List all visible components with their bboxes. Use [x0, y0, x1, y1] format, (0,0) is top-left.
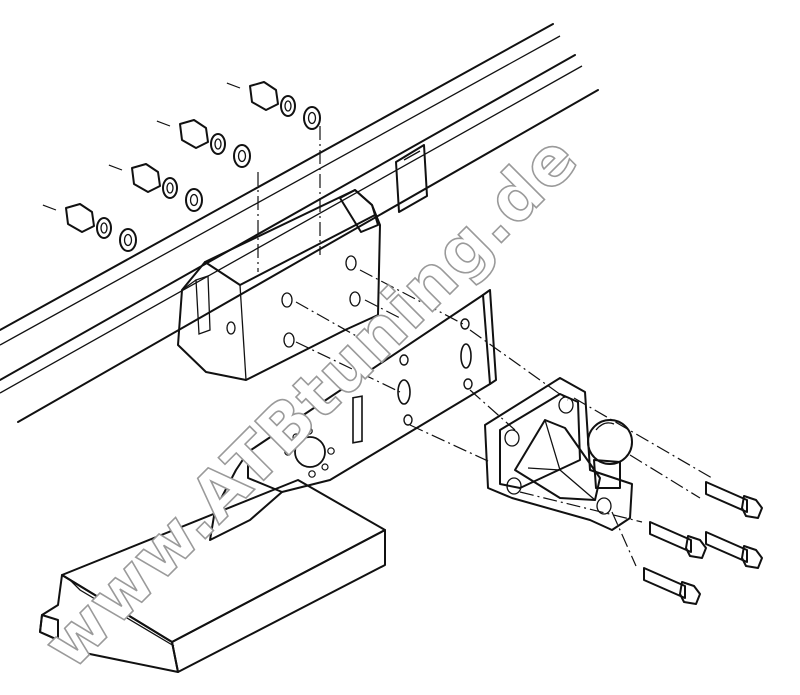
assembly-guide-lines — [257, 126, 713, 567]
nut-set-2 — [153, 119, 251, 168]
washer-icon — [280, 95, 296, 117]
nut-set-4 — [39, 203, 137, 252]
rail-bracket — [177, 189, 381, 381]
hex-bolt-icon — [649, 521, 707, 559]
nut-icon — [249, 81, 279, 111]
washer-icon — [96, 217, 112, 239]
hex-bolt-icon — [705, 481, 763, 519]
adapter-plate — [247, 289, 497, 493]
nut-icon — [131, 163, 161, 193]
nut-set-3 — [105, 163, 203, 212]
step-plate — [39, 451, 386, 673]
nut-icon — [65, 203, 95, 233]
washer-icon — [233, 144, 251, 168]
rail-tab — [395, 144, 428, 213]
washer-icon — [162, 177, 178, 199]
hex-bolt-icon — [705, 531, 763, 569]
nut-washer-sets — [39, 81, 321, 252]
tow-ball — [587, 419, 633, 489]
nut-set-1 — [223, 81, 321, 130]
washer-icon — [119, 228, 137, 252]
chassis-rail — [0, 23, 599, 423]
washer-icon — [185, 188, 203, 212]
nut-icon — [179, 119, 209, 149]
hex-bolt-icon — [643, 567, 701, 605]
washer-icon — [210, 133, 226, 155]
tow-ball-flange — [484, 377, 633, 531]
washer-icon — [303, 106, 321, 130]
mount-bolts — [643, 481, 763, 605]
